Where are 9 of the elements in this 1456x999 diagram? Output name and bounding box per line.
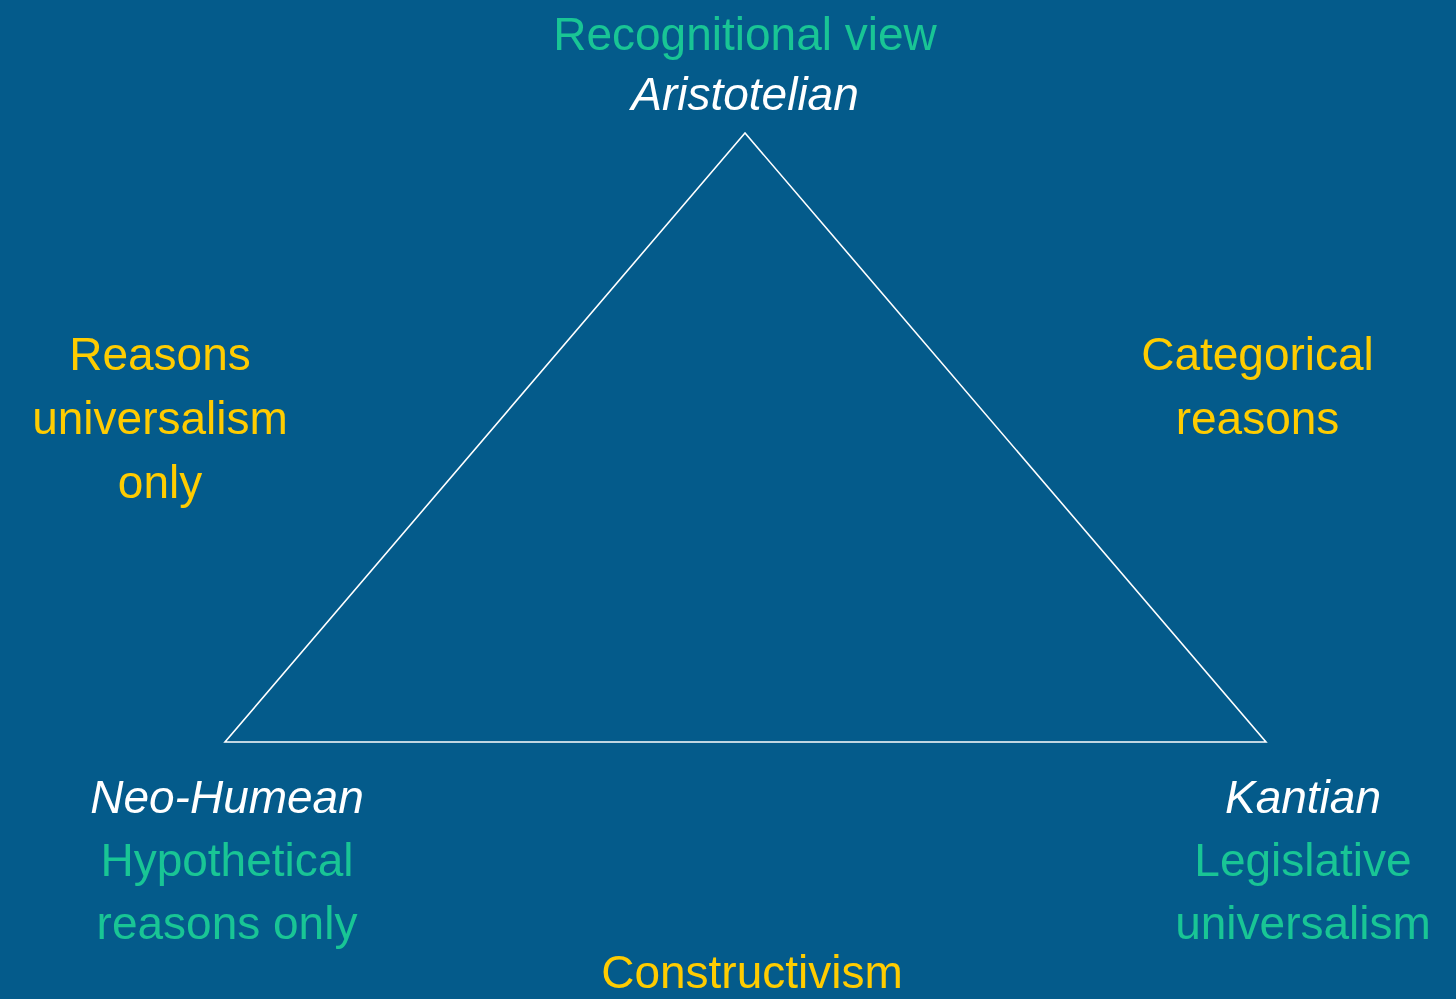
view-name: Recognitional view (553, 7, 937, 62)
school-name: Aristotelian (631, 67, 859, 122)
side-label: Categorical reasons (1140, 327, 1375, 446)
school-name: Kantian (1225, 770, 1381, 825)
school-name: Neo-Humean (90, 770, 364, 825)
view-name: Legislative universalism (1174, 833, 1432, 951)
side-label: Constructivism (600, 945, 904, 999)
side-label: Reasons universalism only (31, 327, 289, 510)
view-name: Hypothetical reasons only (95, 833, 359, 951)
